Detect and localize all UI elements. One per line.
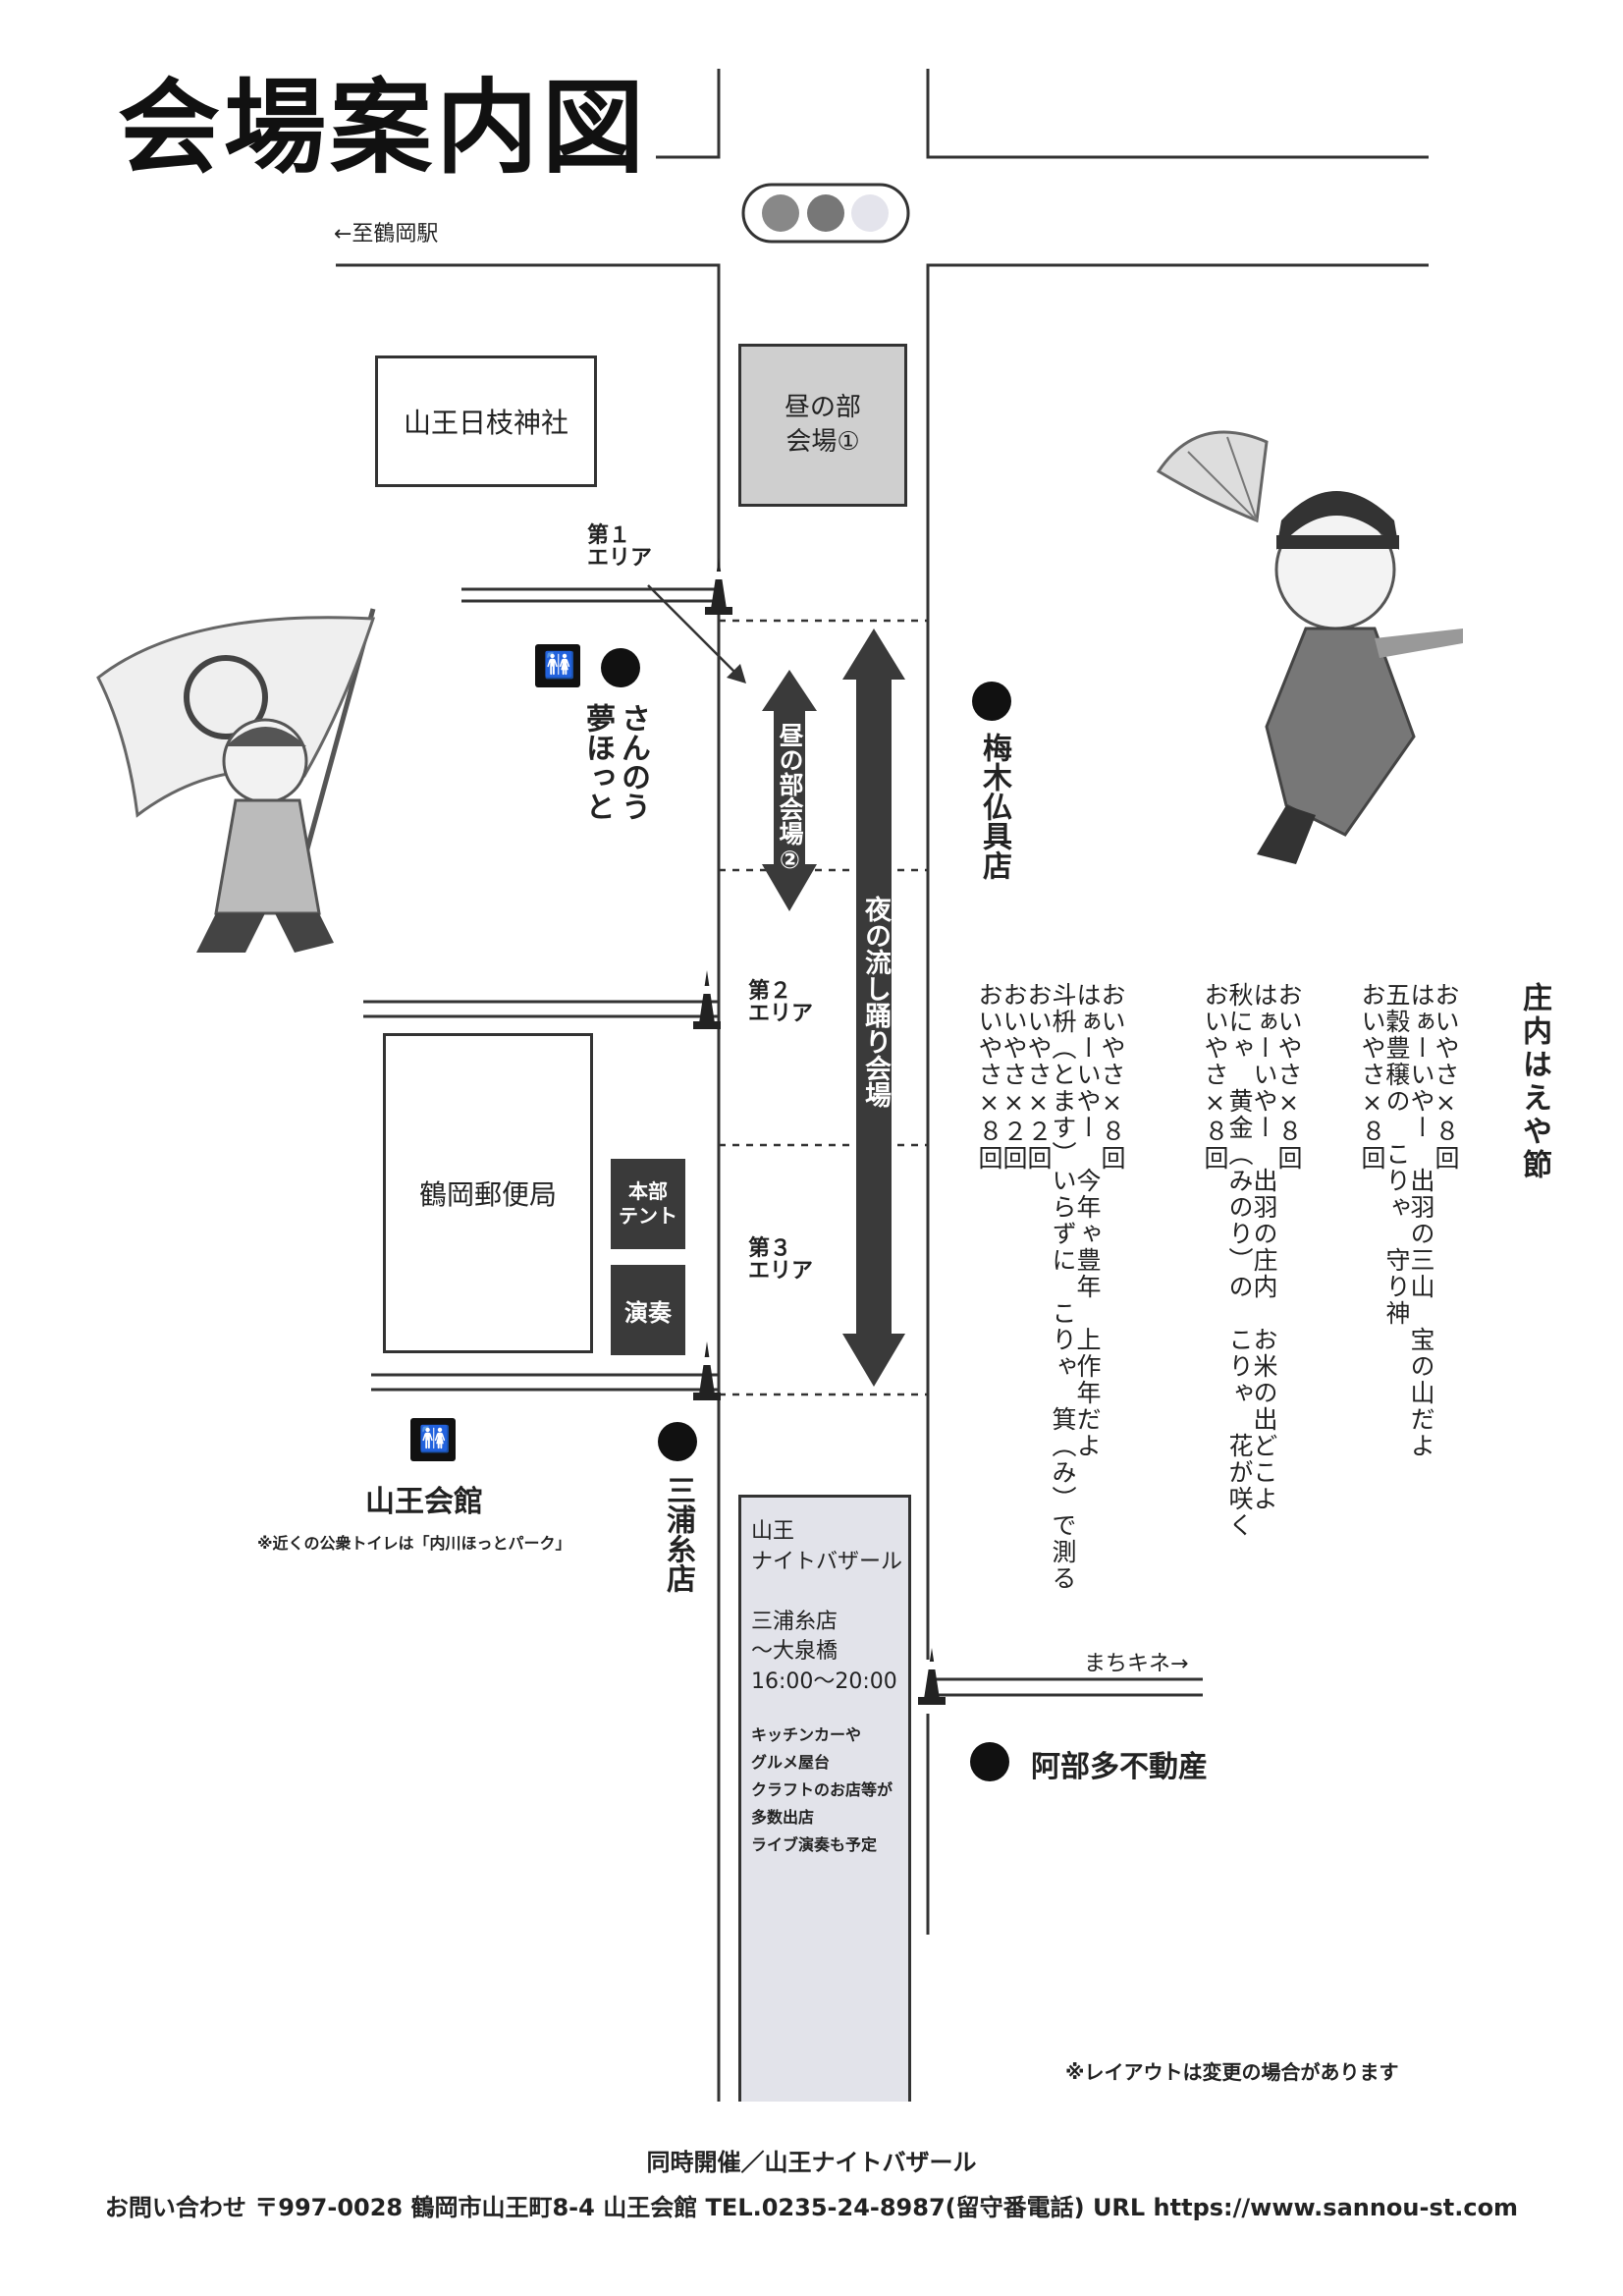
- hq-tent-label: 本部 テント: [619, 1179, 677, 1228]
- landmark-dot: [658, 1422, 697, 1461]
- bazaar-description: キッチンカーや グルメ屋台 クラフトのお店等が 多数出店 ライブ演奏も予定: [751, 1724, 893, 1854]
- layout-note: ※レイアウトは変更の場合があります: [1065, 2060, 1399, 2084]
- traffic-light-icon: [741, 183, 910, 244]
- post-office-building: 鶴岡郵便局: [383, 1033, 593, 1353]
- landmark-dot: [601, 648, 640, 687]
- shrine-label: 山王日枝神社: [403, 407, 568, 439]
- bazaar-route: 三浦糸店 〜大泉橋: [751, 1609, 839, 1665]
- day-venue-1-label: 昼の部 会場①: [784, 392, 861, 457]
- main-street-west-edge: [336, 263, 721, 2102]
- machi-kine-label: まちキネ→: [1084, 1652, 1189, 1676]
- night-bazaar-panel: 山王 ナイトバザール 三浦糸店 〜大泉橋 16:00〜20:00 キッチンカーや…: [738, 1495, 911, 2102]
- post-office-label: 鶴岡郵便局: [418, 1178, 557, 1211]
- abe-label: 阿部多不動産: [1031, 1750, 1208, 1784]
- top-left-corner-line: [656, 69, 721, 159]
- bazaar-title: 山王 ナイトバザール: [751, 1519, 903, 1574]
- area1-pointer-head: [727, 664, 746, 683]
- flag-dancer-illustration: [96, 608, 376, 953]
- footer-contact: お問い合わせ 〒997-0028 鶴岡市山王町8-4 山王会館 TEL.0235…: [104, 2194, 1519, 2221]
- hq-tent-box: 本部 テント: [611, 1159, 685, 1249]
- page-title: 会場案内図: [118, 67, 649, 188]
- sannou-hall-label: 山王会館: [365, 1485, 483, 1519]
- main-street-east-edge: [926, 263, 1429, 1660]
- to-station-label: ←至鶴岡駅: [334, 222, 439, 246]
- umeki-label: 梅木仏具店: [977, 733, 1011, 880]
- miura-label: 三浦糸店: [661, 1475, 695, 1593]
- landmark-dot: [970, 1742, 1009, 1781]
- performance-label: 演奏: [624, 1298, 672, 1327]
- fan-dancer-illustration: [1156, 430, 1463, 864]
- traffic-cone-icon: [705, 558, 732, 615]
- song-verse-1: おいやさ×８回 はぁーいやー 出羽の三山 宝の山だよ 五穀豊穣の こりゃ 守り神…: [1358, 982, 1460, 1459]
- song-verse-3: おいやさ×８回 はぁーいやー 今年ゃ豊年 上作年だよ 斗枡（とます）いらずに こ…: [975, 982, 1126, 1592]
- day-venue-2-arrow: [762, 670, 817, 911]
- performance-box: 演奏: [611, 1265, 685, 1355]
- landmark-dot: [972, 682, 1011, 721]
- song-title: 庄内はえや節: [1517, 982, 1551, 1182]
- day-venue-2-label: 昼の部会場②: [776, 723, 804, 874]
- footer-concurrent-event: 同時開催／山王ナイトバザール: [646, 2149, 977, 2176]
- area-1-label: 第１ エリア: [587, 523, 653, 572]
- toilet-icon: 🚻: [410, 1418, 456, 1461]
- toilet-note: ※近くの公衆トイレは「内川ほっとパーク」: [257, 1534, 571, 1553]
- bazaar-time: 16:00〜20:00: [751, 1669, 897, 1695]
- night-venue-arrow: [842, 629, 905, 1387]
- shrine-building: 山王日枝神社: [375, 355, 597, 487]
- area1-pointer-line: [647, 584, 739, 677]
- song-verse-2: おいやさ×８回 はぁーいやー 出羽の庄内 お米の出どこよ 秋にゃ 黄金（みのり）…: [1201, 982, 1303, 1539]
- area-3-label: 第３ エリア: [748, 1236, 814, 1285]
- area-2-label: 第２ エリア: [748, 979, 814, 1027]
- toilet-icon: 🚻: [535, 644, 580, 687]
- night-venue-label: 夜の流し踊り会場: [860, 896, 891, 1108]
- traffic-cone-icon: [693, 970, 721, 1029]
- traffic-cone-icon: [693, 1341, 721, 1400]
- traffic-cone-icon: [918, 1648, 946, 1705]
- day-venue-1-box: 昼の部 会場①: [738, 344, 907, 507]
- sannou-yume-label: さんのう 夢ほっと: [580, 703, 650, 821]
- top-right-corner-line: [926, 69, 1429, 159]
